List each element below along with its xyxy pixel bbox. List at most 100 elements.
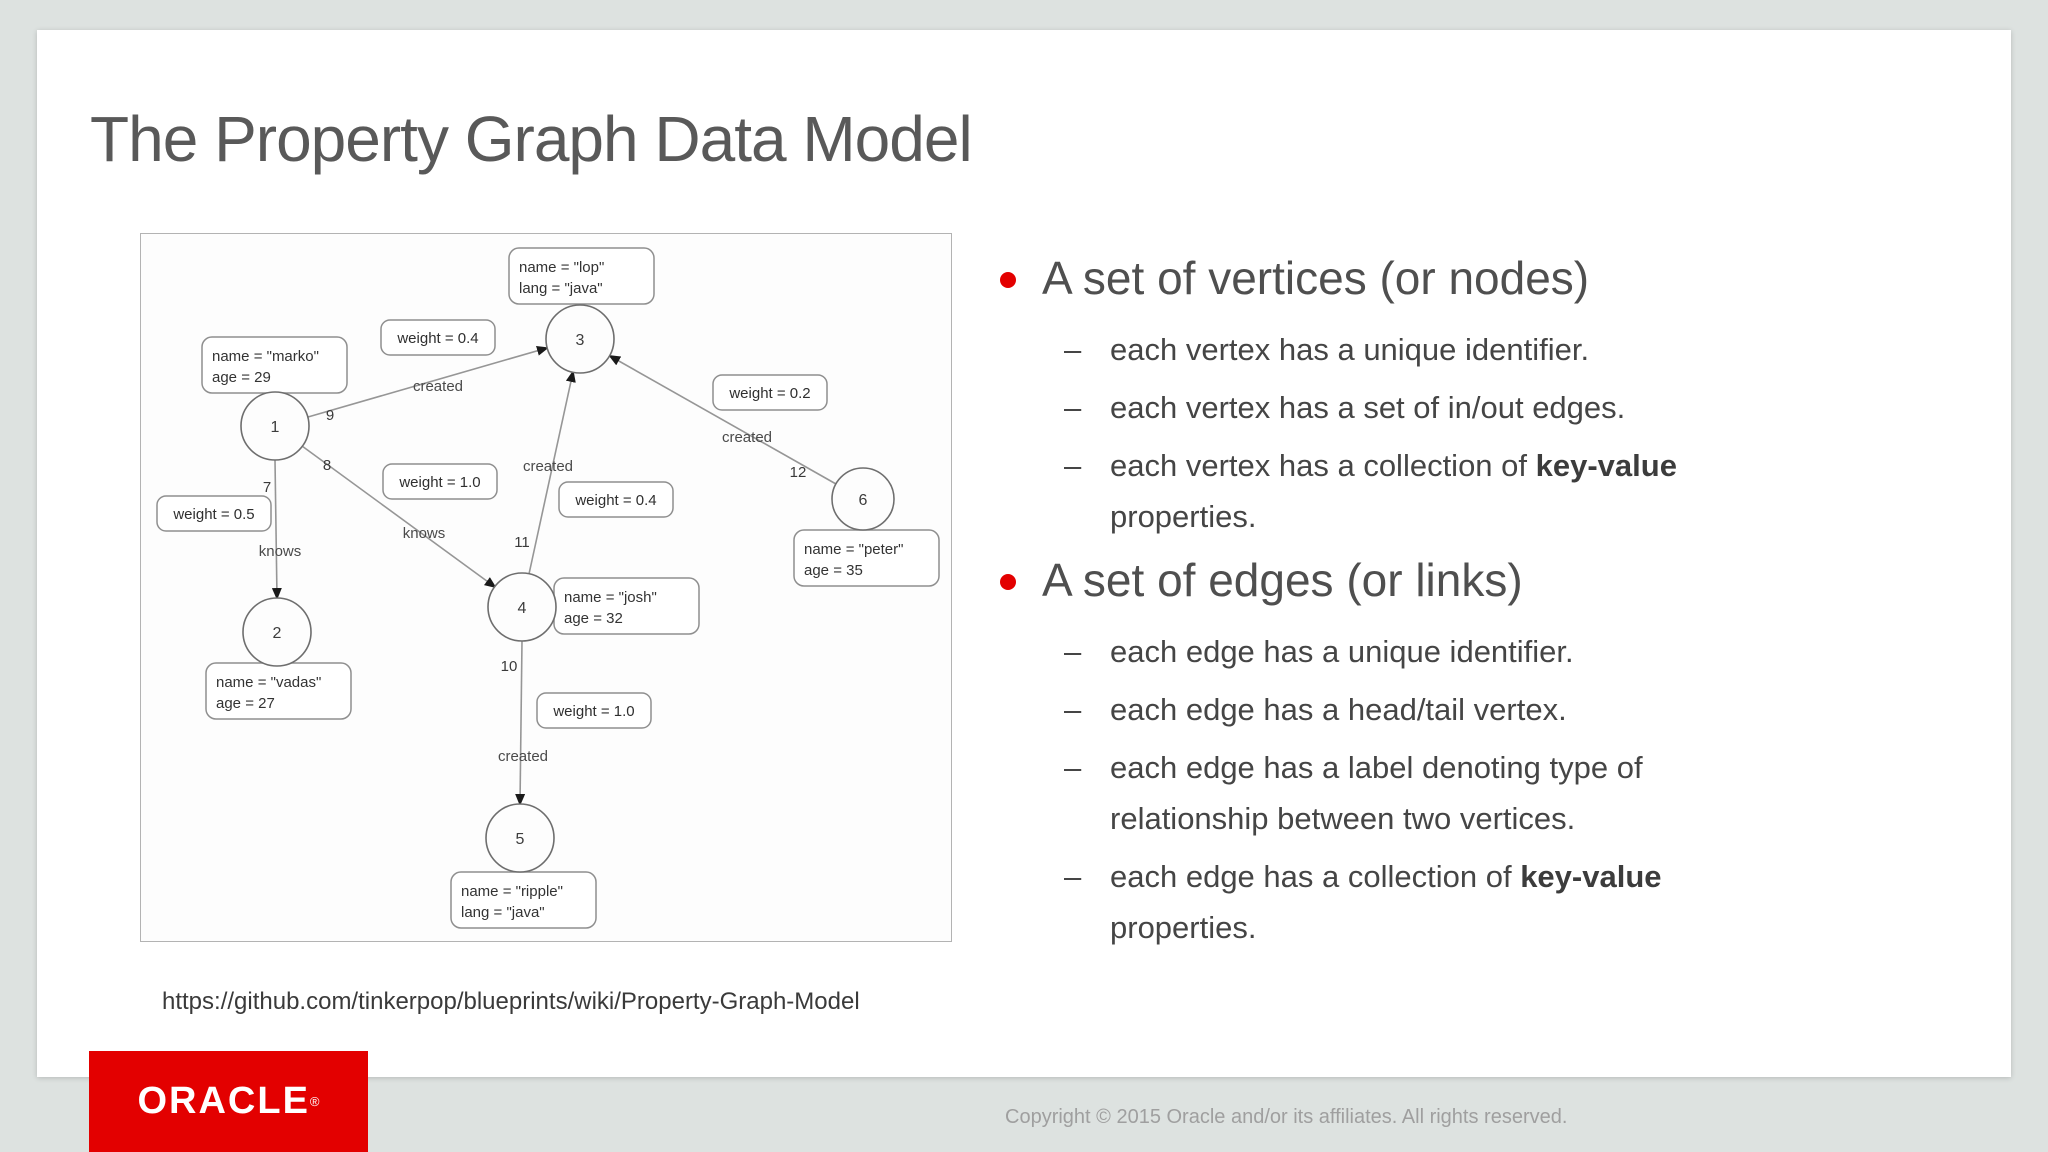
oracle-logo: ORACLE® bbox=[89, 1051, 368, 1152]
node-4: 4 bbox=[487, 572, 557, 642]
edge-8-type-label: knows bbox=[403, 525, 446, 542]
weight-box-edge9-rect bbox=[380, 319, 496, 356]
registered-trademark-icon: ® bbox=[309, 1093, 320, 1109]
bullet-group-edges: A set of edges (or links) – each edge ha… bbox=[1000, 550, 1760, 953]
list-item: – each vertex has a unique identifier. bbox=[1064, 324, 1760, 375]
copyright-text: Copyright © 2015 Oracle and/or its affil… bbox=[1005, 1106, 1568, 1128]
red-bullet-icon bbox=[1000, 574, 1016, 590]
node-5-label: 5 bbox=[516, 831, 525, 848]
bullet-list: A set of vertices (or nodes) – each vert… bbox=[1000, 248, 1760, 960]
list-item-text: each vertex has a unique identifier. bbox=[1110, 332, 1590, 367]
edge-12-id-label: 12 bbox=[790, 464, 807, 481]
property-box-peter-line2: age = 35 bbox=[804, 562, 863, 579]
weight-box-edge8-rect bbox=[382, 463, 498, 500]
list-item-text: each edge has a unique identifier. bbox=[1110, 634, 1574, 669]
property-box-peter-line1: name = "peter" bbox=[804, 541, 903, 558]
weight-box-edge12-text: weight = 0.2 bbox=[728, 385, 810, 402]
dash-marker: – bbox=[1064, 859, 1082, 894]
weight-box-edge7-rect bbox=[156, 495, 272, 532]
edge-12-line bbox=[608, 355, 837, 485]
dash-marker: – bbox=[1064, 692, 1082, 727]
property-graph-svg: name = "lop" lang = "java" name = "marko… bbox=[156, 247, 940, 929]
sub-list-vertices: – each vertex has a unique identifier. –… bbox=[1064, 324, 1760, 542]
list-item: – each vertex has a set of in/out edges. bbox=[1064, 382, 1760, 433]
bullet-heading-row: A set of vertices (or nodes) bbox=[1000, 248, 1760, 308]
oracle-logo-text: ORACLE bbox=[137, 1080, 310, 1122]
node-6-label: 6 bbox=[859, 492, 868, 509]
slide: The Property Graph Data Model name = "lo… bbox=[37, 30, 2011, 1077]
edge-9-line bbox=[307, 345, 549, 418]
list-item-text: each edge has a head/tail vertex. bbox=[1110, 692, 1567, 727]
bullet-heading-row: A set of edges (or links) bbox=[1000, 550, 1760, 610]
weight-box-edge11: weight = 0.4 bbox=[558, 481, 674, 518]
list-item-bold-text: key-value bbox=[1520, 859, 1662, 894]
edge-7-id-label: 7 bbox=[263, 479, 271, 496]
list-item: – each edge has a collection of key-valu… bbox=[1064, 851, 1760, 953]
dash-marker: – bbox=[1064, 332, 1082, 367]
weight-box-edge11-rect bbox=[558, 481, 674, 518]
node-3-circle bbox=[545, 304, 615, 374]
list-item-text-line2: properties. bbox=[1110, 499, 1257, 534]
weight-box-edge10: weight = 1.0 bbox=[536, 692, 652, 729]
node-4-label: 4 bbox=[518, 600, 527, 617]
edge-10-id-label: 10 bbox=[501, 658, 518, 675]
red-bullet-icon bbox=[1000, 272, 1016, 288]
property-box-peter: name = "peter" age = 35 bbox=[793, 529, 940, 587]
weight-box-edge11-text: weight = 0.4 bbox=[574, 492, 656, 509]
node-5-circle bbox=[485, 803, 555, 873]
edge-8-line bbox=[301, 445, 497, 589]
property-graph-diagram: name = "lop" lang = "java" name = "marko… bbox=[140, 233, 952, 942]
list-item-text-line2: properties. bbox=[1110, 910, 1257, 945]
dash-marker: – bbox=[1064, 750, 1082, 785]
node-2-circle bbox=[242, 597, 312, 667]
node-4-circle bbox=[487, 572, 557, 642]
weight-box-edge10-text: weight = 1.0 bbox=[552, 703, 634, 720]
list-item-bold-text: key-value bbox=[1535, 448, 1677, 483]
property-box-josh: name = "josh" age = 32 bbox=[553, 577, 700, 635]
node-6-circle bbox=[831, 467, 895, 531]
edge-7-type-label: knows bbox=[259, 543, 302, 560]
property-box-lop: name = "lop" lang = "java" bbox=[508, 247, 655, 305]
weight-box-edge8: weight = 1.0 bbox=[382, 463, 498, 500]
list-item-text: each vertex has a set of in/out edges. bbox=[1110, 390, 1626, 425]
node-5: 5 bbox=[485, 803, 555, 873]
list-item-text: each edge has a label denoting type of bbox=[1110, 750, 1643, 785]
dash-marker: – bbox=[1064, 448, 1082, 483]
weight-box-edge12: weight = 0.2 bbox=[712, 374, 828, 411]
node-3: 3 bbox=[545, 304, 615, 374]
bullet-group-vertices: A set of vertices (or nodes) – each vert… bbox=[1000, 248, 1760, 542]
bullet-heading: A set of vertices (or nodes) bbox=[1042, 252, 1590, 304]
weight-box-edge8-text: weight = 1.0 bbox=[398, 474, 480, 491]
property-box-lop-line2: lang = "java" bbox=[519, 280, 603, 297]
list-item: – each edge has a unique identifier. bbox=[1064, 626, 1760, 677]
edge-10-type-label: created bbox=[498, 748, 548, 765]
edge-10-line bbox=[515, 640, 526, 806]
weight-box-edge9-text: weight = 0.4 bbox=[396, 330, 478, 347]
bullet-heading: A set of edges (or links) bbox=[1042, 554, 1523, 606]
node-2-label: 2 bbox=[273, 625, 282, 642]
node-6: 6 bbox=[831, 467, 895, 531]
edge-7-line bbox=[271, 459, 282, 600]
property-box-lop-line1: name = "lop" bbox=[519, 259, 604, 276]
node-3-label: 3 bbox=[576, 332, 585, 349]
property-box-marko-line2: age = 29 bbox=[212, 369, 271, 386]
list-item: – each vertex has a collection of key-va… bbox=[1064, 440, 1760, 542]
list-item: – each edge has a label denoting type of… bbox=[1064, 742, 1760, 844]
edge-9-type-label: created bbox=[413, 378, 463, 395]
edge-11-line bbox=[528, 370, 576, 575]
property-box-josh-line1: name = "josh" bbox=[564, 589, 657, 606]
list-item-text-line2: relationship between two vertices. bbox=[1110, 801, 1576, 836]
edge-9-id-label: 9 bbox=[326, 407, 334, 424]
weight-box-edge10-rect bbox=[536, 692, 652, 729]
property-box-marko-line1: name = "marko" bbox=[212, 348, 319, 365]
property-box-lop-rect bbox=[508, 247, 655, 305]
list-item-text: each edge has a collection of bbox=[1110, 859, 1521, 894]
edge-11-type-label: created bbox=[523, 458, 573, 475]
weight-box-edge7: weight = 0.5 bbox=[156, 495, 272, 532]
node-1-label: 1 bbox=[271, 419, 280, 436]
list-item: – each edge has a head/tail vertex. bbox=[1064, 684, 1760, 735]
weight-box-edge9: weight = 0.4 bbox=[380, 319, 496, 356]
property-box-vadas-line1: name = "vadas" bbox=[216, 674, 321, 691]
weight-box-edge7-text: weight = 0.5 bbox=[172, 506, 254, 523]
property-box-josh-line2: age = 32 bbox=[564, 610, 623, 627]
